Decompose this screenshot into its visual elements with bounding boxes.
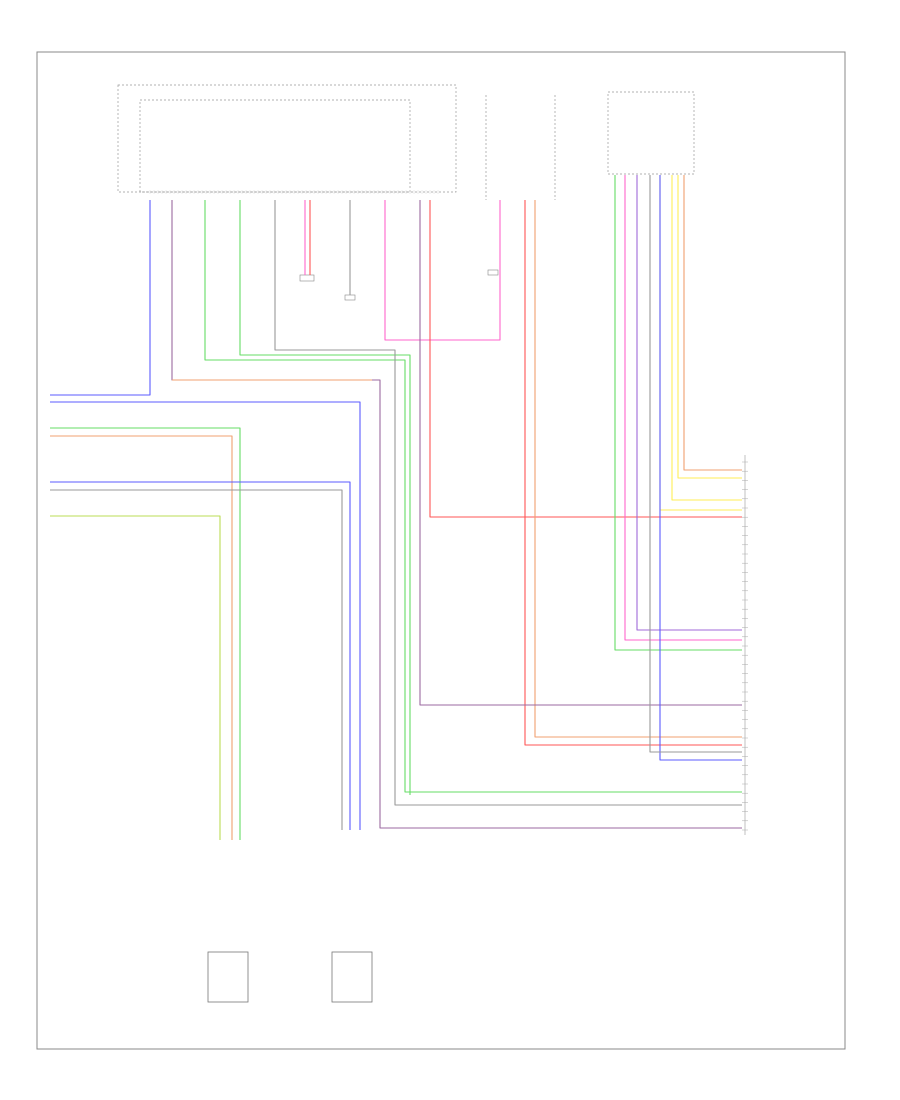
control-module-box xyxy=(117,84,457,193)
wire-green-right xyxy=(614,175,742,651)
wire-blue-main xyxy=(50,401,361,830)
wire-orange-right xyxy=(683,175,742,471)
wire-lime-left xyxy=(50,515,221,840)
wire-orange-sensor xyxy=(534,200,742,738)
wire-layer xyxy=(50,175,742,840)
ground-connector-2 xyxy=(344,294,356,301)
wire-pink-mid xyxy=(384,200,501,341)
wire-orange-left xyxy=(50,435,233,840)
wire-red-sensor xyxy=(524,200,742,746)
wire-green-1 xyxy=(204,200,742,793)
right-top-connector-box xyxy=(607,91,695,175)
wire-yellow-right-2 xyxy=(671,175,742,501)
wire-blue-right xyxy=(659,175,742,761)
wire-green-2 xyxy=(239,200,411,795)
wire-purple-top xyxy=(171,200,742,829)
wire-gray-right xyxy=(649,175,742,753)
wire-gray-1 xyxy=(274,200,742,806)
wire-violet-right xyxy=(636,175,742,631)
wire-pink-right xyxy=(624,175,742,641)
left-sensor-box xyxy=(207,951,249,1003)
wire-red-mid xyxy=(429,200,742,518)
right-sensor-box xyxy=(331,951,373,1003)
pin-layer xyxy=(149,190,748,831)
diagram-frame xyxy=(36,51,846,1050)
wire-purple-module xyxy=(419,200,742,706)
wire-blue-left-2 xyxy=(50,481,351,830)
control-module-inner-box xyxy=(139,99,411,193)
wire-yellow-right-3 xyxy=(677,175,742,479)
wire-gray-left-2 xyxy=(50,489,343,830)
wire-blue-top-left xyxy=(50,200,151,396)
ground-connector-1 xyxy=(299,274,315,282)
wire-green-left xyxy=(50,427,241,840)
ground-connector-3 xyxy=(487,269,499,276)
